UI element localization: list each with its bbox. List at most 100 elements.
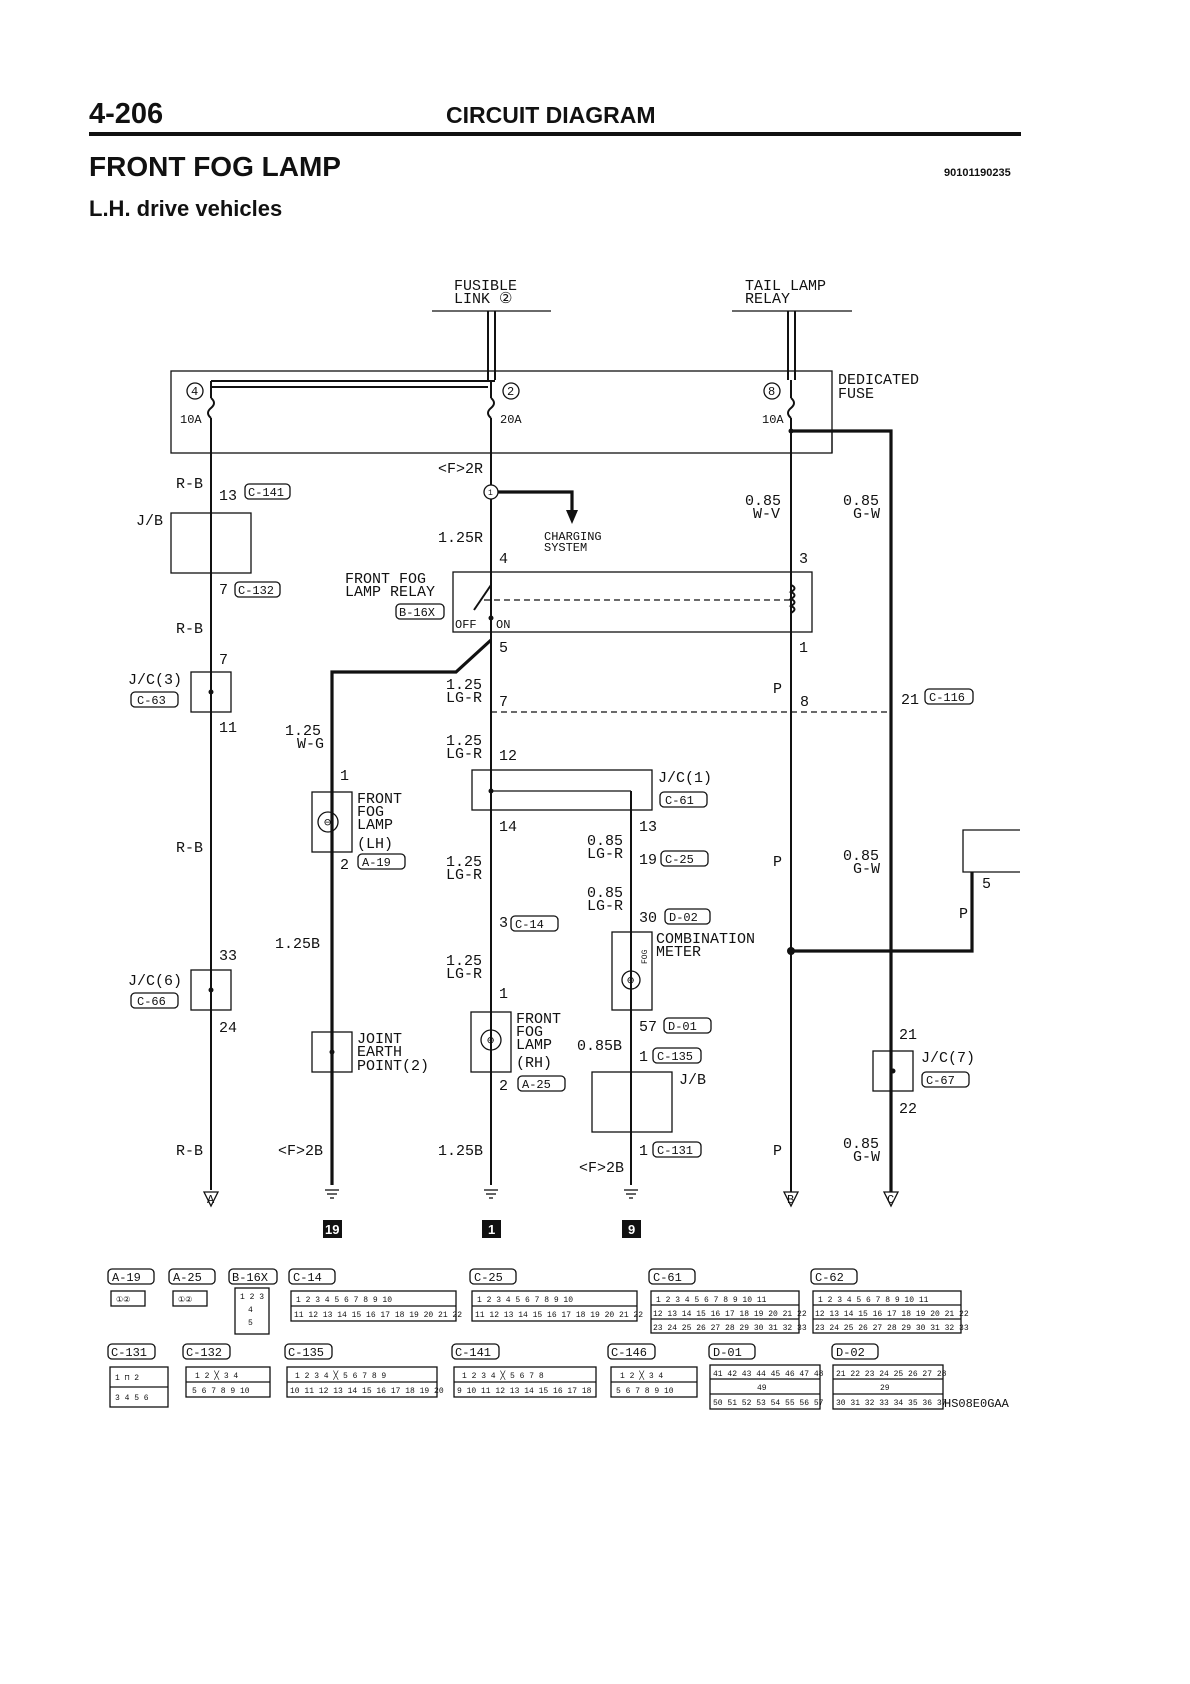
wire-color: P	[959, 906, 968, 923]
pin-number: 1	[499, 986, 508, 1003]
fuse-number: 4	[191, 385, 198, 399]
pin-number: 1	[799, 640, 808, 657]
front-fog-lamp-rh: ⊖ FRONT FOG LAMP (RH)	[470, 1011, 561, 1073]
wire-size: 0.85	[587, 833, 623, 850]
connector-legend-label: C-131	[111, 1346, 147, 1360]
jc1-label: J/C(1)	[658, 770, 712, 787]
connector-legend-label: D-02	[836, 1346, 865, 1360]
relay-label: FRONT FOG	[345, 571, 426, 588]
p-circuit: 0.85 W-V 3 1 P 8 P P 5 P B	[491, 418, 1020, 1208]
doc-code: 90101190235	[944, 167, 1011, 179]
wire-spec: <F>2R	[438, 461, 483, 478]
connector-legend-label: C-62	[815, 1271, 844, 1285]
svg-text:21 22 23 24 25 26 27 28: 21 22 23 24 25 26 27 28	[836, 1370, 947, 1379]
pin-number: 19	[639, 852, 657, 869]
tail-lamp-relay-label: TAIL LAMP	[745, 278, 826, 295]
connector-id: D-02	[669, 911, 698, 925]
front-fog-lamp-lh-circuit: 1.25 W-G 1 ⊖ FRONT FOG LAMP (LH) 2 A-19 …	[275, 638, 493, 1185]
joint-earth-label: EARTH	[357, 1044, 402, 1061]
svg-text:1 2 3: 1 2 3	[240, 1293, 264, 1302]
wire-spec: 0.85B	[577, 1038, 622, 1055]
charging-system-label: SYSTEM	[544, 541, 587, 555]
svg-text:5: 5	[248, 1319, 253, 1328]
connector-id: A-19	[362, 856, 391, 870]
svg-text:①②: ①②	[116, 1296, 130, 1305]
fuse-number: 2	[507, 385, 514, 399]
fog-lh-label: FOG	[357, 804, 384, 821]
pin-number: 13	[639, 819, 657, 836]
offpage-connector: C	[887, 1193, 894, 1207]
fog-icon-label: FOG	[641, 949, 650, 964]
relay-label: LAMP RELAY	[345, 584, 435, 601]
connector-id: C-116	[929, 691, 965, 705]
svg-text:23 24 25 26 27 28 29 30 31 32: 23 24 25 26 27 28 29 30 31 32 33	[815, 1324, 969, 1333]
jc6-label: J/C(6)	[128, 973, 182, 990]
svg-text:5 6 7 8 9 10: 5 6 7 8 9 10	[192, 1387, 250, 1396]
ground-number: 1	[488, 1222, 495, 1237]
joint-earth-label: JOINT	[357, 1031, 402, 1048]
svg-text:50 51 52 53 54 55 56 57: 50 51 52 53 54 55 56 57	[713, 1399, 824, 1408]
wire-color: P	[773, 681, 782, 698]
wire-color: R-B	[176, 621, 203, 638]
wire-size: 0.85	[745, 493, 781, 510]
wire-spec: <F>2B	[579, 1160, 624, 1177]
jb-left-label: J/B	[136, 513, 163, 530]
gw-circuit: 0.85 G-W 21 C-116 0.85 G-W 21 J/C(7) C-6…	[791, 429, 975, 1208]
fuse-number: 8	[768, 385, 775, 399]
wire-spec: 1.25B	[438, 1143, 483, 1160]
indicator-circuit: 13 0.85 LG-R 19 C-25 0.85 LG-R 30 D-02 ⊖…	[577, 791, 755, 1185]
wire-size: 0.85	[587, 885, 623, 902]
lamp-icon: ⊖	[324, 816, 331, 830]
charging-system-label: CHARGING	[544, 530, 602, 544]
wire-color: G-W	[853, 506, 880, 523]
connector-legend-label: C-141	[455, 1346, 491, 1360]
pin-number: 2	[499, 1078, 508, 1095]
svg-text:4: 4	[248, 1306, 253, 1315]
pin-number: 7	[219, 652, 228, 669]
wire-size: 0.85	[843, 1136, 879, 1153]
figure-code: HS08E0GAA	[944, 1397, 1010, 1411]
wire-color: P	[773, 1143, 782, 1160]
tail-lamp-relay-source: TAIL LAMP RELAY	[732, 278, 852, 380]
connector-id: C-61	[665, 794, 694, 808]
wire-color: G-W	[853, 1149, 880, 1166]
fog-rh-label: FRONT	[516, 1011, 561, 1028]
page-title: FRONT FOG LAMP	[89, 151, 341, 182]
header-rule	[89, 132, 1021, 136]
connector-id: C-131	[657, 1144, 693, 1158]
pin-number: 13	[219, 488, 237, 505]
joint-earth-label: POINT(2)	[357, 1058, 429, 1075]
svg-text:11 12 13 14 15 16 17 18 19 20: 11 12 13 14 15 16 17 18 19 20 21 22	[294, 1311, 462, 1320]
pin-number: 7	[499, 694, 508, 711]
wire-color: LG-R	[446, 966, 482, 983]
dedicated-fuse-label: FUSE	[838, 386, 874, 403]
svg-text:1 2 3 4 ╳ 5 6 7 8 9: 1 2 3 4 ╳ 5 6 7 8 9	[295, 1370, 386, 1381]
wire-color: LG-R	[446, 867, 482, 884]
connector-legend-label: B-16X	[232, 1271, 268, 1285]
svg-text:1 2 ╳ 3 4: 1 2 ╳ 3 4	[195, 1370, 238, 1381]
pin-number: 1	[639, 1143, 648, 1160]
fog-lh-label: (LH)	[357, 836, 393, 853]
svg-text:29: 29	[880, 1384, 890, 1393]
pin-number: 5	[499, 640, 508, 657]
connector-legend: A-19 ①② A-25 ①② B-16X 1 2 345 C-14 1 2 3…	[107, 1268, 1010, 1411]
svg-text:1 2 ╳ 3 4: 1 2 ╳ 3 4	[620, 1370, 663, 1381]
splice-number: 1	[488, 489, 493, 498]
relay-on-label: ON	[496, 618, 510, 632]
pin-number: 2	[340, 857, 349, 874]
connector-legend-label: C-132	[186, 1346, 222, 1360]
dedicated-fuse-label: DEDICATED	[838, 372, 919, 389]
svg-text:23 24 25 26 27 28 29 30 31 32: 23 24 25 26 27 28 29 30 31 32 33	[653, 1324, 807, 1333]
svg-text:1 2 3 4 5 6 7 8 9 10: 1 2 3 4 5 6 7 8 9 10	[296, 1296, 392, 1305]
connector-legend-label: C-61	[653, 1271, 682, 1285]
pin-number: 21	[901, 692, 919, 709]
pin-number: 8	[800, 694, 809, 711]
connector-legend-label: C-14	[293, 1271, 322, 1285]
page-subtitle: L.H. drive vehicles	[89, 196, 283, 221]
lamp-icon: ⊖	[487, 1034, 494, 1048]
connector-id: C-66	[137, 995, 166, 1009]
meter-label: METER	[656, 944, 701, 961]
svg-text:5 6 7 8 9 10: 5 6 7 8 9 10	[616, 1387, 674, 1396]
pin-number: 11	[219, 720, 237, 737]
connector-id: C-141	[248, 486, 284, 500]
